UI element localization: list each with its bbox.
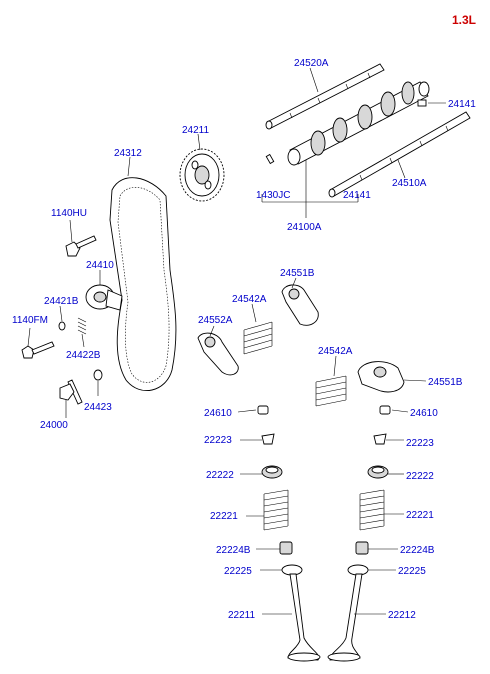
retainer-22222-right[interactable]	[367, 465, 389, 479]
rocker-arm-24551b-right[interactable]	[357, 361, 405, 393]
rocker-arm-24551b-top[interactable]	[281, 284, 319, 326]
tensioner-24410[interactable]	[85, 284, 123, 311]
label-24510a: 24510A	[392, 178, 427, 189]
valve-spring-22221-right[interactable]	[359, 489, 385, 531]
rocker-shaft-24510a[interactable]	[328, 111, 471, 198]
valve-seal-22224b-right[interactable]	[355, 541, 369, 555]
valve-22211[interactable]	[287, 573, 321, 662]
retainer-22222-left[interactable]	[261, 465, 283, 479]
label-24100a: 24100A	[287, 222, 322, 233]
valve-spring-22221-left[interactable]	[263, 489, 289, 531]
rocker-shaft-24520a[interactable]	[265, 63, 385, 130]
washer-24421b[interactable]	[58, 321, 66, 331]
label-1140hu: 1140HU	[51, 208, 87, 219]
label-1140fm: 1140FM	[12, 315, 48, 326]
spring-seat-22225-left[interactable]	[281, 564, 303, 576]
label-24141-mid: 24141	[343, 190, 371, 201]
label-22225-right: 22225	[398, 566, 426, 577]
label-22222-left: 22222	[206, 470, 234, 481]
label-24552a: 24552A	[198, 315, 233, 326]
spring-seat-22225-right[interactable]	[347, 564, 369, 576]
label-24551b-top: 24551B	[280, 268, 315, 279]
label-22211: 22211	[228, 610, 256, 621]
washer-24423[interactable]	[93, 369, 103, 381]
valve-seal-22224b-left[interactable]	[279, 541, 293, 555]
valve-22212[interactable]	[327, 573, 363, 662]
camshaft-24100a[interactable]	[287, 81, 430, 166]
rocker-arm-24552a[interactable]	[197, 332, 239, 376]
cam-sprocket-24211[interactable]	[179, 148, 225, 202]
label-24610-left: 24610	[204, 408, 232, 419]
label-24312: 24312	[114, 148, 142, 159]
label-24422b: 24422B	[66, 350, 101, 361]
label-24421b: 24421B	[44, 296, 79, 307]
label-24551b-right: 24551B	[428, 377, 463, 388]
label-24542a-mid: 24542A	[318, 346, 353, 357]
bolt-1140hu[interactable]	[65, 235, 97, 257]
label-22212: 22212	[388, 610, 416, 621]
timing-belt-24312[interactable]	[109, 177, 177, 391]
label-24141-top: 24141	[448, 99, 476, 110]
label-24542a-top: 24542A	[232, 294, 267, 305]
bolt-24000[interactable]	[59, 379, 83, 405]
spring-24542a-top[interactable]	[243, 321, 273, 355]
label-24211: 24211	[182, 125, 210, 136]
label-22224b-right: 22224B	[400, 545, 435, 556]
label-24610-right: 24610	[410, 408, 438, 419]
label-22223-left: 22223	[204, 435, 232, 446]
label-22222-right: 22222	[406, 471, 434, 482]
retainer-lock-22223-left[interactable]	[261, 433, 275, 445]
label-24000: 24000	[40, 420, 68, 431]
label-22225-left: 22225	[224, 566, 252, 577]
bolt-1140fm[interactable]	[21, 341, 55, 359]
label-22223-right: 22223	[406, 438, 434, 449]
label-24410: 24410	[86, 260, 114, 271]
spring-24542a-mid[interactable]	[315, 375, 347, 407]
lash-adjuster-24610-right[interactable]	[379, 405, 391, 415]
label-1430jc: 1430JC	[256, 190, 290, 201]
label-24520a: 24520A	[294, 58, 329, 69]
label-22221-left: 22221	[210, 511, 238, 522]
label-22224b-left: 22224B	[216, 545, 251, 556]
plug-24141-top[interactable]	[417, 99, 427, 107]
label-24423: 24423	[84, 402, 112, 413]
label-22221-right: 22221	[406, 510, 434, 521]
pin-1430jc[interactable]	[265, 153, 275, 165]
lash-adjuster-24610-left[interactable]	[257, 405, 269, 415]
engine-size-label: 1.3L	[452, 13, 476, 27]
spring-24422b[interactable]	[77, 317, 87, 335]
retainer-lock-22223-right[interactable]	[373, 433, 387, 445]
